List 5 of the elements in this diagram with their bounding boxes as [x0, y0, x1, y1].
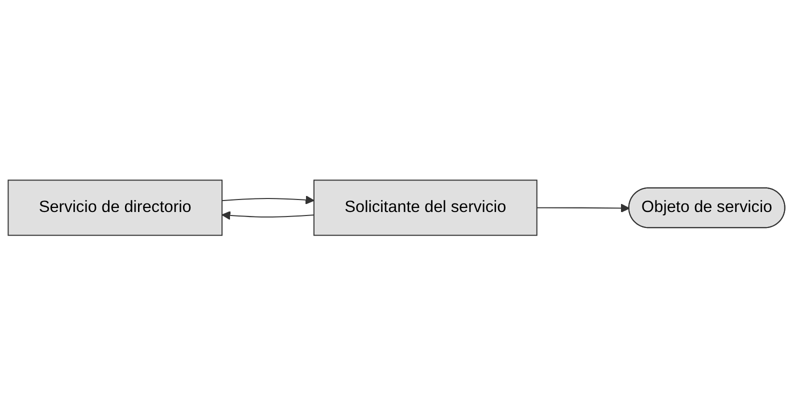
arrow: [222, 195, 314, 204]
node-box: Solicitante del servicio: [313, 179, 538, 236]
arrow: [222, 210, 314, 220]
arrow: [536, 203, 630, 212]
node-box: Servicio de directorio: [8, 179, 223, 236]
